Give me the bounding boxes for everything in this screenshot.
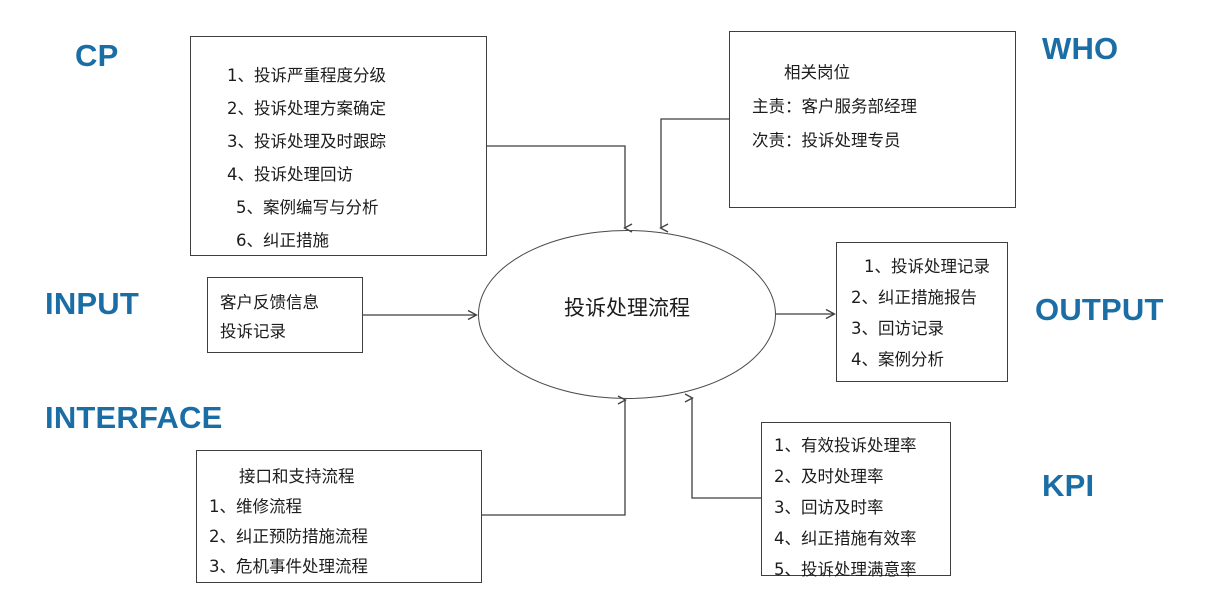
connector-cp-to-process — [487, 145, 633, 233]
input-item-2: 投诉记录 — [220, 322, 286, 341]
interface-item-3: 3、危机事件处理流程 — [209, 557, 368, 576]
kpi-item-5: 5、投诉处理满意率 — [774, 560, 917, 579]
section-label-input: INPUT — [45, 286, 139, 321]
connector-kpi-to-process — [684, 393, 761, 499]
output-item-3: 3、回访记录 — [851, 319, 944, 338]
output-box: 1、投诉处理记录 2、纠正措施报告 3、回访记录 4、案例分析 — [836, 242, 1008, 382]
interface-item-2: 2、纠正预防措施流程 — [209, 527, 368, 546]
kpi-item-4: 4、纠正措施有效率 — [774, 529, 917, 548]
kpi-item-1: 1、有效投诉处理率 — [774, 436, 917, 455]
kpi-item-2: 2、及时处理率 — [774, 467, 884, 486]
kpi-item-3: 3、回访及时率 — [774, 498, 884, 517]
section-label-cp: CP — [75, 38, 119, 73]
cp-item-5: 5、案例编写与分析 — [236, 198, 379, 217]
kpi-box: 1、有效投诉处理率 2、及时处理率 3、回访及时率 4、纠正措施有效率 5、投诉… — [761, 422, 951, 579]
interface-box: 接口和支持流程 1、维修流程 2、纠正预防措施流程 3、危机事件处理流程 — [196, 450, 482, 583]
interface-item-1: 1、维修流程 — [209, 497, 302, 516]
who-box: 相关岗位 主责：客户服务部经理 次责：投诉处理专员 — [729, 31, 1016, 208]
who-item-1: 主责：客户服务部经理 — [752, 97, 917, 116]
section-label-output: OUTPUT — [1035, 292, 1164, 327]
who-title: 相关岗位 — [784, 63, 850, 82]
section-label-kpi: KPI — [1042, 468, 1095, 503]
output-item-1: 1、投诉处理记录 — [864, 257, 990, 276]
section-label-who: WHO — [1042, 31, 1119, 66]
output-item-2: 2、纠正措施报告 — [851, 288, 977, 307]
cp-item-1: 1、投诉严重程度分级 — [227, 66, 386, 85]
cp-item-6: 6、纠正措施 — [236, 231, 329, 250]
connector-who-to-process — [659, 118, 729, 233]
who-item-2: 次责：投诉处理专员 — [752, 131, 901, 150]
cp-box: 1、投诉严重程度分级 2、投诉处理方案确定 3、投诉处理及时跟踪 4、投诉处理回… — [190, 36, 487, 256]
output-item-4: 4、案例分析 — [851, 350, 944, 369]
cp-item-4: 4、投诉处理回访 — [227, 165, 353, 184]
cp-item-2: 2、投诉处理方案确定 — [227, 99, 386, 118]
connector-interface-to-process — [482, 395, 627, 516]
interface-title: 接口和支持流程 — [239, 467, 355, 486]
section-label-interface: INTERFACE — [45, 400, 223, 435]
process-ellipse-label: 投诉处理流程 — [564, 296, 690, 320]
input-item-1: 客户反馈信息 — [220, 293, 319, 312]
input-box: 客户反馈信息 投诉记录 — [207, 277, 363, 353]
cp-item-3: 3、投诉处理及时跟踪 — [227, 132, 386, 151]
process-ellipse — [478, 230, 776, 399]
